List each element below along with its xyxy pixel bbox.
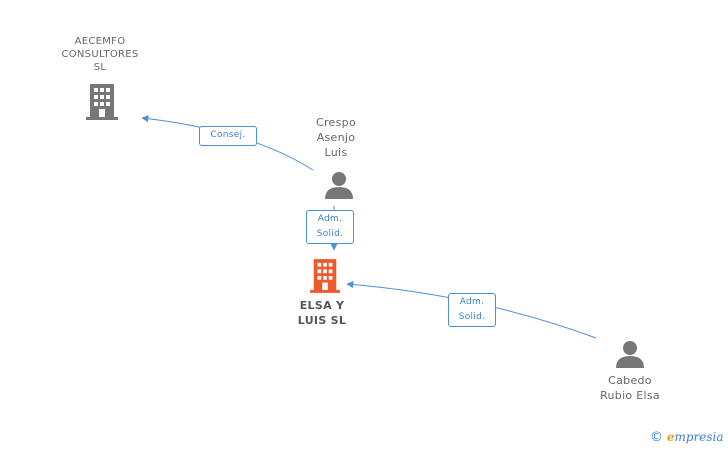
person-icon[interactable] xyxy=(615,340,645,368)
node-label-crespo[interactable]: Crespo Asenjo Luis xyxy=(296,115,376,160)
edge-label-adm-solid-2[interactable]: Adm. Solid. xyxy=(448,293,496,327)
node-label-elsa-luis[interactable]: ELSA Y LUIS SL xyxy=(280,298,364,328)
node-label-line: CONSULTORES xyxy=(61,49,139,60)
brand-logo-text: mpresia xyxy=(674,430,724,444)
building-icon[interactable] xyxy=(86,84,118,120)
copyright-icon: © xyxy=(650,430,663,445)
node-label-line: ELSA Y xyxy=(299,299,345,312)
node-label-line: Luis xyxy=(324,146,348,159)
node-label-aecemfo[interactable]: AECEMFO CONSULTORES SL xyxy=(40,35,160,74)
edge-label-line: Solid. xyxy=(458,312,486,322)
node-label-line: SL xyxy=(93,62,107,73)
person-icon[interactable] xyxy=(324,171,354,199)
node-label-line: Asenjo xyxy=(316,131,356,144)
edge-label-adm-solid-1[interactable]: Adm. Solid. xyxy=(306,210,354,244)
edge-label-line: Consej. xyxy=(210,130,246,140)
edge-label-line: Adm. xyxy=(459,297,485,307)
node-label-line: LUIS SL xyxy=(297,314,347,327)
building-icon[interactable] xyxy=(310,258,340,294)
brand-logo-e: e xyxy=(666,430,675,444)
edge-label-line: Adm. xyxy=(317,214,343,224)
node-label-line: Crespo xyxy=(316,116,356,129)
edge-label-consej[interactable]: Consej. xyxy=(199,126,257,146)
empresia-watermark: © empresia xyxy=(650,430,724,445)
node-label-line: Cabedo xyxy=(608,374,652,387)
node-label-cabedo[interactable]: Cabedo Rubio Elsa xyxy=(582,373,678,403)
node-label-line: AECEMFO xyxy=(74,36,126,47)
node-label-line: Rubio Elsa xyxy=(600,389,660,402)
edge-label-line: Solid. xyxy=(316,229,344,239)
